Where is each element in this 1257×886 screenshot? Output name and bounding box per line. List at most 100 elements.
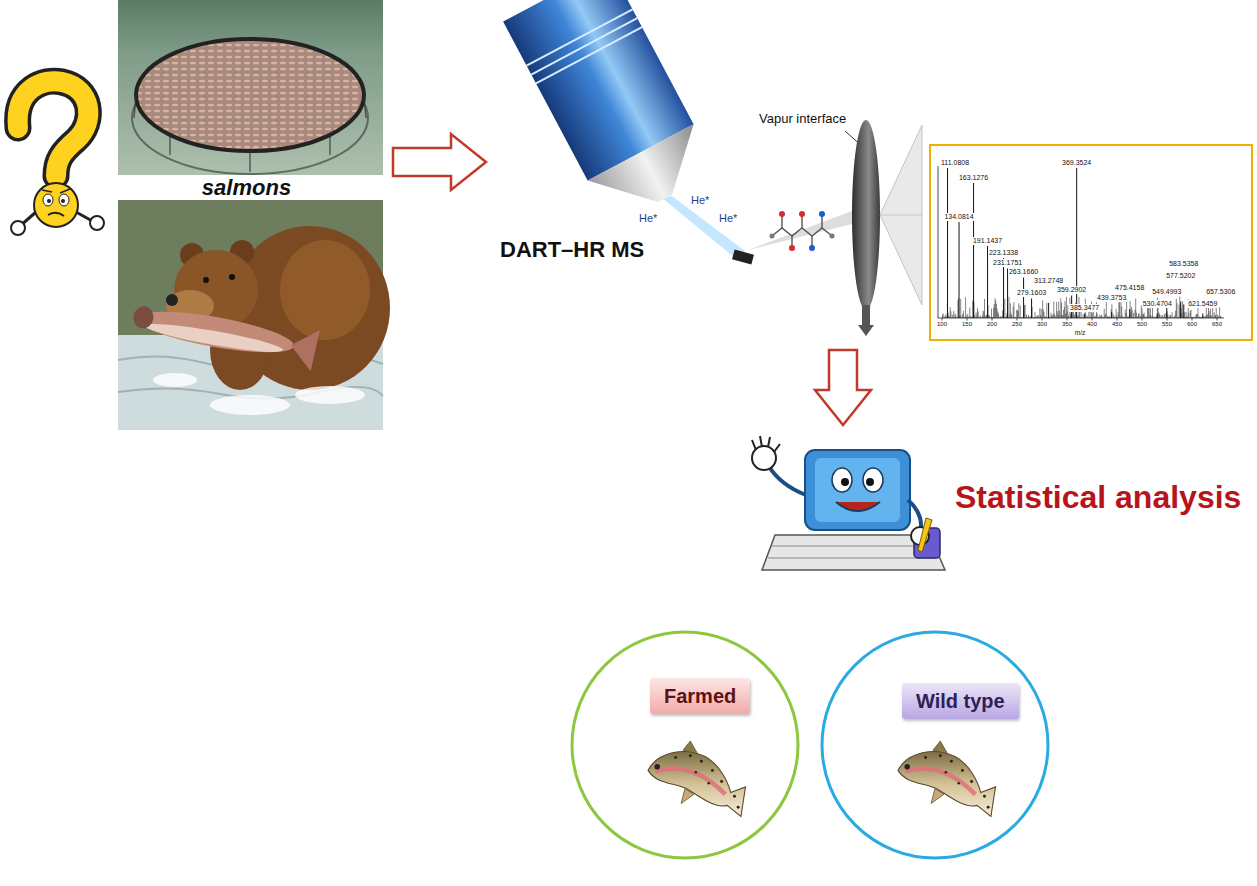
spectrum-noise: [972, 301, 973, 318]
spectrum-noise: [1192, 317, 1193, 318]
spectrum-noise: [1218, 316, 1219, 318]
spectrum-noise: [1170, 315, 1171, 318]
spectrum-noise: [1186, 316, 1187, 318]
spectrum-noise: [992, 317, 993, 318]
spectrum-noise: [1020, 305, 1021, 318]
spectrum-noise: [1193, 317, 1194, 319]
spectrum-noise: [978, 311, 979, 318]
spectrum-noise: [1020, 317, 1021, 319]
spectrum-noise: [1198, 317, 1199, 319]
spectrum-noise: [1131, 307, 1132, 318]
spectrum-noise: [1095, 316, 1096, 318]
spectrum-noise: [1127, 317, 1128, 318]
spectrum-noise: [1165, 313, 1166, 318]
spectrum-noise: [1010, 303, 1011, 318]
spectrum-noise: [1165, 317, 1166, 319]
spectrum-noise: [1104, 315, 1105, 318]
peak-label: 439.3753: [1096, 294, 1127, 302]
axis-tick: 200: [986, 321, 998, 328]
spectrum-noise: [1109, 316, 1110, 318]
spectrum-noise: [1011, 313, 1012, 318]
spectrum-noise: [1209, 316, 1210, 318]
spectrum-noise: [985, 317, 986, 318]
spectrum-noise: [1185, 317, 1186, 319]
spectrum-noise: [995, 301, 996, 318]
spectrum-noise: [969, 317, 970, 319]
spectrum-noise: [1213, 317, 1214, 318]
spectrum-noise: [1044, 317, 1045, 318]
spectrum-noise: [956, 317, 957, 319]
axis-tick: 650: [1211, 321, 1223, 328]
spectrum-noise: [983, 311, 984, 318]
spectrum-noise: [1210, 309, 1211, 318]
spectrum-noise: [1046, 303, 1047, 318]
spectrum-noise: [1039, 308, 1040, 318]
peak-label: 279.1603: [1016, 289, 1047, 297]
analysis-block: Statistical analysis: [740, 428, 1255, 578]
spectrum-noise: [1219, 307, 1220, 318]
spectrum-noise: [1078, 315, 1079, 318]
spectrum-noise: [1162, 315, 1163, 318]
spectrum-noise: [1179, 305, 1180, 318]
spectrum-noise: [1149, 315, 1150, 318]
spectrum-noise: [1074, 315, 1075, 318]
peak-label: 313.2748: [1033, 277, 1064, 285]
peak-label: 621.5459: [1187, 300, 1218, 308]
spectrum-peak: [1076, 168, 1077, 318]
ms-interface: [845, 120, 922, 336]
spectrum-peak: [947, 168, 948, 318]
peak-label: 385.3477: [1069, 304, 1100, 312]
spectrum-noise: [962, 316, 963, 318]
spectrum-noise: [1065, 314, 1066, 318]
peak-label: 223.1338: [988, 249, 1019, 257]
spectrum-noise: [1184, 312, 1185, 318]
spectrum-noise: [1168, 317, 1169, 319]
spectrum-noise: [1102, 317, 1103, 319]
spectrum-noise: [1028, 315, 1029, 318]
spectrum-noise: [950, 307, 951, 318]
molecule: [772, 216, 832, 246]
spectrum-noise: [998, 314, 999, 318]
spectrum-noise: [1118, 303, 1119, 318]
peak-label: 657.5306: [1205, 288, 1236, 296]
spectrum-noise: [1066, 297, 1067, 318]
spectrum-noise: [1052, 316, 1053, 318]
spectrum-noise: [1123, 317, 1124, 319]
class-label: Wild type: [902, 683, 1019, 719]
spectrum-noise: [1100, 316, 1101, 318]
spectrum-noise: [1116, 309, 1117, 318]
spectrum-noise: [1136, 313, 1137, 318]
spectrum-noise: [997, 312, 998, 318]
spectrum-noise: [1018, 303, 1019, 318]
spectrum-noise: [1163, 317, 1164, 318]
spectrum-noise: [1074, 315, 1075, 318]
spectrum-noise: [993, 308, 994, 318]
spectrum-noise: [1051, 313, 1052, 318]
spectrum-noise: [1004, 299, 1005, 318]
spectrum-noise: [1112, 317, 1113, 319]
spectrum-noise: [1013, 302, 1014, 318]
spectrum-noise: [978, 317, 979, 319]
spectrum-noise: [1041, 316, 1042, 318]
photo-panel: salmons: [108, 0, 385, 430]
spectrum-noise: [1130, 301, 1131, 318]
bear-photo: [118, 200, 390, 430]
spectrum-noise: [1107, 317, 1108, 319]
spectrum-noise: [1187, 317, 1188, 318]
spectrum-noise: [1177, 303, 1178, 318]
spectrum-noise: [1205, 317, 1206, 318]
spectrum-noise: [961, 317, 962, 319]
spectrum-noise: [1055, 316, 1056, 318]
peak-label: 530.4704: [1142, 300, 1173, 308]
spectrum-noise: [989, 315, 990, 318]
spectrum-noise: [1101, 314, 1102, 318]
spectrum-noise: [1090, 317, 1091, 318]
spectrum-noise: [1143, 314, 1144, 318]
spectrum-noise: [983, 312, 984, 318]
class-circle: Farmed: [570, 630, 800, 860]
spectrum-noise: [1089, 317, 1090, 318]
spectrum-noise: [1132, 310, 1133, 318]
spectrum-noise: [1145, 317, 1146, 319]
spectrum-noise: [1109, 317, 1110, 319]
dart-source: [503, 0, 860, 264]
